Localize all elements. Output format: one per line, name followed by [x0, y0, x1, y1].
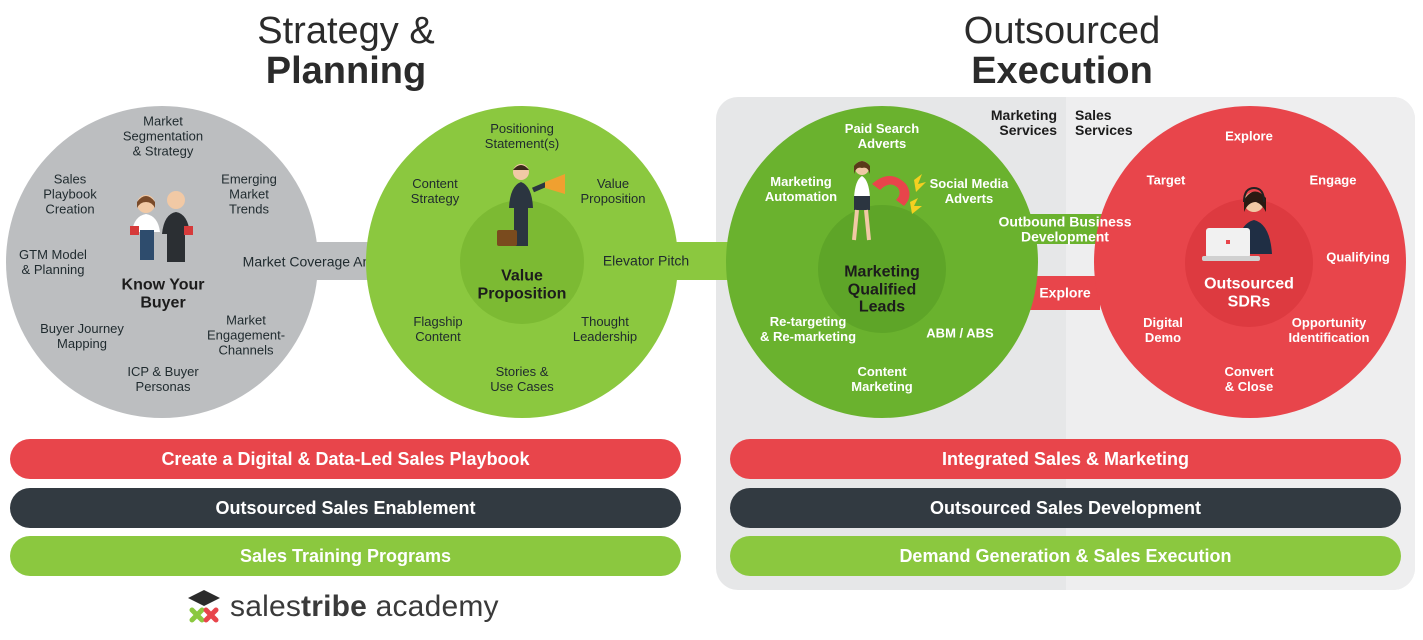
logo-sales: sales — [230, 590, 302, 623]
strategy-heading-line1: Strategy & — [257, 10, 435, 52]
circle3-label-abm: ABM / ABS — [926, 325, 994, 341]
circle4-label-digital-demo: Digital Demo — [1143, 315, 1183, 345]
bar-integrated-sales-marketing: Integrated Sales & Marketing — [730, 439, 1401, 479]
execution-heading-line2: Execution — [971, 49, 1153, 92]
strategy-heading-line2: Planning — [265, 49, 427, 92]
circle4-label-target: Target — [1146, 172, 1186, 188]
bar-sales-training: Sales Training Programs — [10, 536, 681, 576]
logo-academy: academy — [367, 590, 499, 623]
circle3-label-paid-search: Paid Search Adverts — [844, 121, 920, 151]
sales-services-label: Sales Services — [1075, 107, 1133, 138]
circle2-label-positioning: Positioning Statement(s) — [484, 121, 560, 151]
bar-digital-sales-playbook: Create a Digital & Data-Led Sales Playbo… — [10, 439, 681, 479]
outsourced-execution-heading: Outsourced Execution — [912, 10, 1212, 92]
circle3-label-content-marketing: Content Marketing — [851, 364, 913, 394]
presenter-icon — [497, 164, 565, 246]
circle4-label-opportunity: Opportunity Identification — [1288, 315, 1370, 345]
circle2-label-stories: Stories & Use Cases — [490, 364, 554, 394]
circle1-label-buyer-journey: Buyer Journey Mapping — [40, 321, 124, 351]
circle2-label-flagship-content: Flagship Content — [413, 314, 463, 344]
bar-demand-generation: Demand Generation & Sales Execution — [730, 536, 1401, 576]
bar-sales-enablement: Outsourced Sales Enablement — [10, 488, 681, 528]
outsourced-sdrs-label: Outsourced SDRs — [1204, 275, 1294, 310]
know-your-buyer-label: Know Your Buyer — [121, 276, 205, 311]
circle2-label-thought-leadership: Thought Leadership — [572, 314, 638, 344]
marketing-services-label: Marketing Services — [990, 107, 1057, 138]
circle1-label-sales-playbook: Sales Playbook Creation — [43, 171, 97, 217]
sdr-headset-icon — [1202, 186, 1272, 261]
circle4-label-explore: Explore — [1225, 128, 1273, 144]
circle1-label-gtm-model: GTM Model & Planning — [19, 247, 87, 277]
buyer-people-icon — [130, 191, 193, 262]
logo-tribe: tribe — [301, 590, 368, 623]
circle4-label-qualifying: Qualifying — [1326, 249, 1390, 265]
outsourced-sdrs-core — [1185, 199, 1313, 327]
circle1-label-icp-personas: ICP & Buyer Personas — [127, 364, 199, 394]
circle2-label-value-proposition: Value Proposition — [580, 176, 646, 206]
execution-heading-line1: Outsourced — [963, 10, 1161, 52]
marketing-qualified-leads-label: Marketing Qualified Leads — [844, 263, 920, 316]
magnet-woman-icon — [852, 161, 926, 241]
circle3-label-social-media: Social Media Adverts — [929, 176, 1009, 206]
circle4-label-engage: Engage — [1309, 172, 1357, 188]
explore-arrow-label: Explore — [1039, 284, 1091, 301]
circle4-label-convert-close: Convert & Close — [1224, 364, 1274, 394]
elevator-pitch-label: Elevator Pitch — [602, 252, 690, 269]
know-your-buyer-core — [112, 196, 216, 318]
value-proposition-label: Value Proposition — [477, 267, 567, 302]
circle2-label-content-strategy: Content Strategy — [410, 176, 460, 206]
salestribe-academy-logo: salestribe academy — [230, 590, 499, 624]
circle3-label-retargeting: Re-targeting & Re-marketing — [759, 314, 857, 344]
circle1-label-emerging-trends: Emerging Market Trends — [221, 171, 277, 217]
bar-sales-development: Outsourced Sales Development — [730, 488, 1401, 528]
circle3-label-marketing-automation: Marketing Automation — [764, 174, 838, 204]
outbound-business-development-label: Outbound Business Development — [998, 213, 1132, 245]
circle1-label-engagement-channels: Market Engagement- Channels — [206, 312, 286, 358]
salestribe-logo-icon — [188, 590, 220, 623]
marketing-leads-core — [818, 205, 946, 333]
strategy-planning-heading: Strategy & Planning — [196, 10, 496, 92]
circle1-label-segmentation: Market Segmentation & Strategy — [122, 113, 204, 159]
